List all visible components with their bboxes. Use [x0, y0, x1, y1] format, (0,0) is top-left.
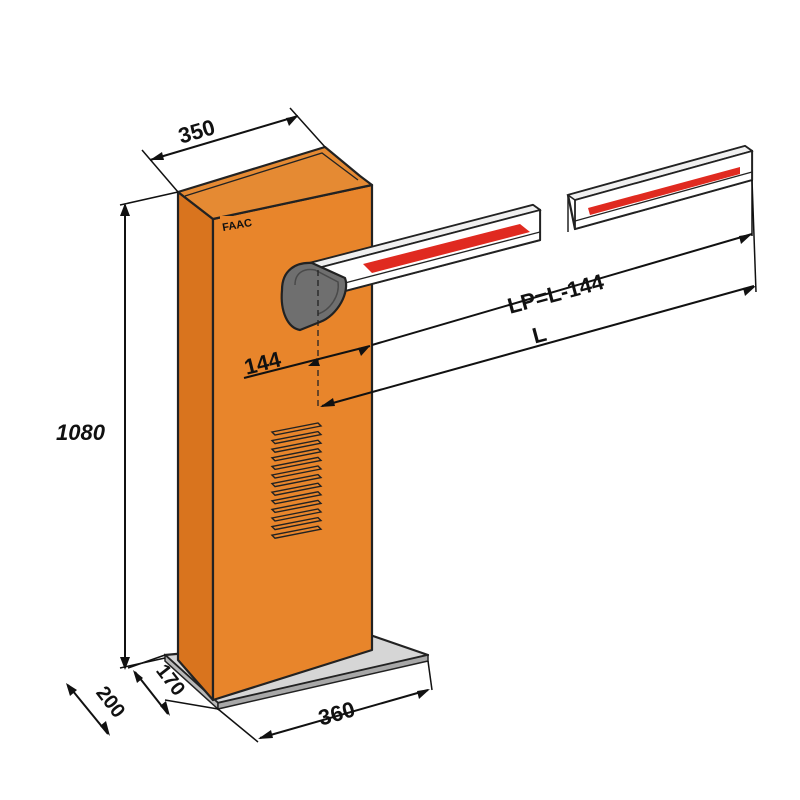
vent-slat: [270, 439, 323, 453]
pivot-cap: [280, 261, 348, 410]
dimension-height: 1080: [56, 191, 179, 670]
vent-slat: [270, 482, 323, 496]
vent-slat: [270, 465, 323, 479]
vent-slat: [270, 491, 323, 505]
dimension-label-base-depth-outer: 200: [91, 682, 129, 722]
boom-red-stripe-far: [588, 167, 740, 215]
boom-red-stripe-near: [363, 224, 530, 273]
dimension-label-boom-length: L: [530, 321, 549, 349]
vent-slat: [270, 525, 323, 539]
housing-side-face: [176, 190, 215, 702]
vent-slat: [270, 499, 323, 514]
vent-grille: [270, 422, 323, 539]
vent-slat: [270, 422, 323, 436]
dimension-label-top-width: 350: [176, 114, 218, 148]
vent-slat: [270, 516, 323, 531]
brand-logo-text: FAAC: [221, 217, 253, 234]
dimension-label-height: 1080: [56, 420, 106, 445]
vent-slat: [270, 456, 323, 471]
dimension-label-base-width: 360: [316, 696, 358, 730]
housing-top-face: [176, 145, 374, 221]
vent-slat: [270, 473, 323, 488]
brand-logo: FAAC: [220, 216, 258, 234]
barrier-housing: FAAC: [176, 145, 374, 702]
boom-arm: [308, 144, 754, 300]
dimension-label-boom-effective: LP=L-144: [505, 269, 607, 319]
vent-slat: [270, 448, 323, 462]
vent-slat: [270, 508, 323, 522]
vent-slat: [270, 430, 323, 445]
